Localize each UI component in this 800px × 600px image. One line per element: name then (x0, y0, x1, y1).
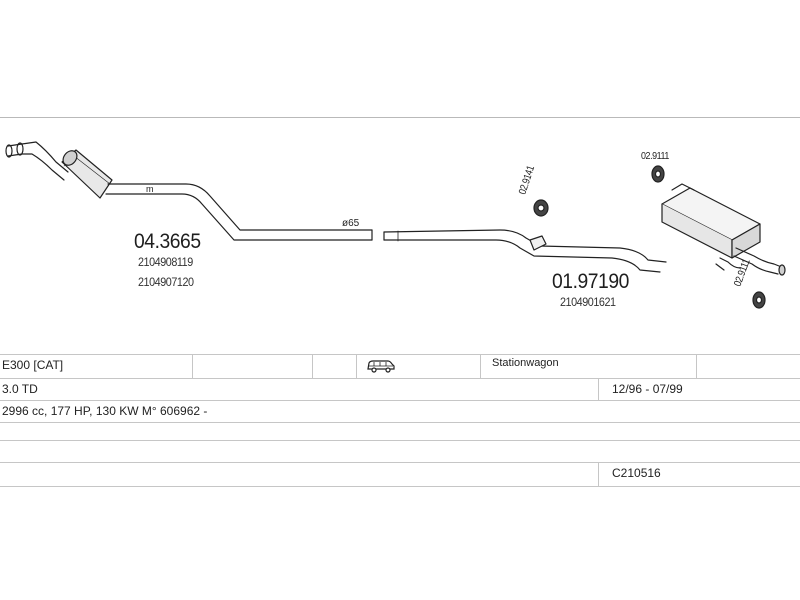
diameter-label: ø65 (342, 218, 360, 229)
front-pipe-part-number: 04.3665 (134, 230, 201, 253)
hanger-drawings (533, 165, 766, 309)
exhaust-system-diagram: m ø65 (5, 141, 786, 309)
catalog-code-cell: C210516 (612, 466, 661, 480)
table-divider (312, 355, 313, 378)
table-divider (598, 463, 599, 486)
table-line (0, 486, 800, 487)
table-divider (598, 379, 599, 400)
table-divider (356, 355, 357, 378)
table-line (0, 462, 800, 463)
model-cell: E300 [CAT] (2, 358, 64, 372)
station-wagon-car-icon (367, 360, 395, 373)
table-line (0, 400, 800, 401)
rear-silencer-ref: 2104901621 (560, 295, 616, 309)
front-pipe-drawing (5, 141, 786, 276)
front-pipe-ref-1: 2104908119 (138, 255, 193, 269)
table-line (0, 378, 800, 379)
engine-cell: 3.0 TD (2, 382, 38, 396)
table-divider (696, 355, 697, 378)
table-divider (192, 355, 193, 378)
top-border (0, 117, 800, 118)
table-line (0, 354, 800, 355)
rear-silencer-part-number: 01.97190 (552, 270, 629, 293)
front-pipe-ref-2: 2104907120 (138, 275, 194, 289)
hanger-2-part-number: 02.9111 (641, 150, 669, 162)
table-divider (480, 355, 481, 378)
table-line (0, 422, 800, 423)
spec-cell: 2996 cc, 177 HP, 130 KW M° 606962 - (2, 404, 208, 418)
vehicle-type-icon (366, 358, 396, 377)
body-type-cell: Stationwagon (492, 357, 559, 369)
years-cell: 12/96 - 07/99 (612, 382, 683, 396)
table-line (0, 440, 800, 441)
marker-m: m (146, 184, 154, 194)
